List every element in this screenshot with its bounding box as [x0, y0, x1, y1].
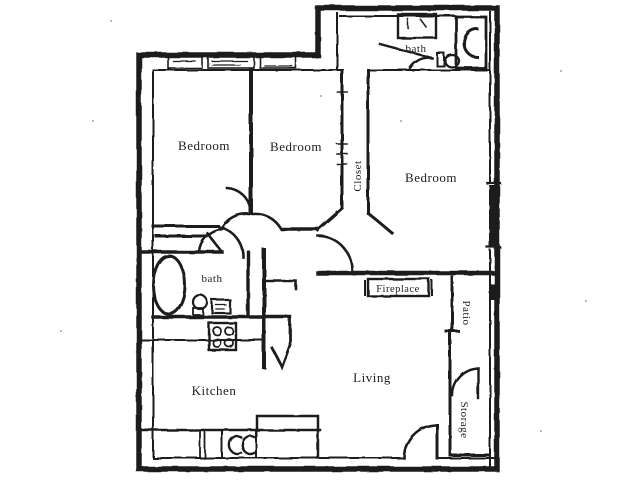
storage-label: Storage	[458, 401, 470, 438]
bedroom1-label: Bedroom	[178, 138, 230, 153]
hall-living-stub	[265, 279, 298, 291]
living-label: Living	[353, 370, 391, 385]
upper-bath-door-swing	[378, 42, 434, 70]
kitchen-label: Kitchen	[192, 383, 237, 398]
closet-walls	[340, 68, 395, 236]
bath-lower-label: bath	[202, 273, 223, 285]
closet-shelf-ticks	[336, 91, 348, 165]
bathtub-icon	[151, 254, 187, 316]
kitchen-open-door-shape	[270, 315, 292, 371]
bath-lower-walls	[140, 250, 250, 318]
stove-icon	[207, 321, 238, 352]
window-icon	[485, 181, 502, 300]
bathtub-icon	[454, 15, 488, 70]
bedroom2-bottom-wall	[280, 206, 345, 233]
scan-noise	[60, 20, 587, 432]
toilet-icon	[436, 52, 461, 69]
labels-layer: Bedroom Bedroom Bedroom bath bath Closet…	[178, 43, 472, 439]
counter-divider	[199, 429, 206, 459]
bedroom1-closet-wall	[151, 224, 220, 238]
double-sink-icon	[221, 429, 257, 459]
fireplace-label: Fireplace	[376, 284, 420, 295]
patio-label: Patio	[460, 300, 472, 325]
patio-walls	[444, 275, 491, 457]
upper-bath-closet	[396, 12, 438, 40]
entry-door-swing	[402, 423, 439, 460]
storage-door-swing	[450, 366, 480, 400]
outer-wall	[136, 5, 500, 472]
fireplace-box	[364, 277, 433, 298]
walls-layer	[136, 5, 502, 472]
bedroom3-label: Bedroom	[405, 170, 457, 185]
closet-label: Closet	[352, 160, 364, 191]
hall-door-swings	[197, 186, 354, 273]
pedestal-sink-icon	[191, 293, 209, 316]
toilet-icon	[210, 298, 232, 315]
bedroom2-label: Bedroom	[270, 139, 322, 154]
window-icon	[167, 55, 297, 69]
bath-upper-label: bath	[406, 43, 427, 55]
